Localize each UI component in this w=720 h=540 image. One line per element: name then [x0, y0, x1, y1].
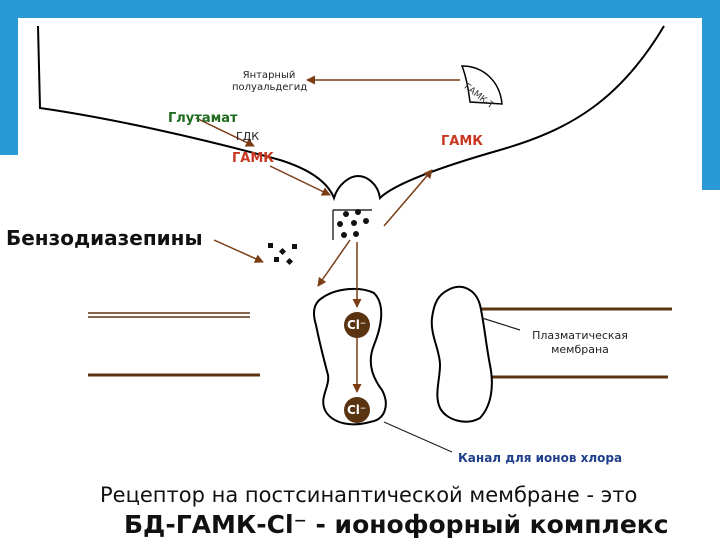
label-succinic-semialdehyde: Янтарный полуальдегид [232, 70, 308, 93]
benzodiazepine-molecules [268, 243, 297, 266]
blue-frame-right [702, 0, 720, 190]
pointer-plasma-membrane [481, 317, 521, 331]
arrow-gdk-to-gaba [195, 117, 255, 147]
chloride-ion-2-circle [344, 397, 370, 423]
reaction-arrows [195, 75, 460, 393]
channel-protein-right [430, 285, 493, 423]
label-glutamate: Глутамат [168, 111, 238, 126]
arrow-benzodiazepines [213, 239, 264, 263]
label-gaba-left: ГАМК [232, 151, 274, 166]
arrow-gaba-to-vesicle [269, 165, 331, 196]
chloride-ion-2: Cl⁻ [347, 403, 367, 417]
label-chloride-channel: Канал для ионов хлора [458, 451, 623, 465]
inner-white-panel [38, 26, 664, 201]
caption-line-2: БД-ГАМК-Cl⁻ - ионофорный комплекс [124, 510, 669, 539]
blue-frame-left [0, 0, 18, 155]
arrow-reuptake [383, 169, 433, 227]
presynaptic-terminal-outline [37, 25, 665, 202]
postsynaptic-membrane [88, 307, 672, 379]
vesicle-bracket [332, 209, 372, 240]
label-benzodiazepines: Бензодиазепины [6, 226, 203, 250]
caption-line-1: Рецептор на постсинаптической мембране -… [100, 483, 638, 507]
label-gaba-top: ГАМК [441, 134, 483, 149]
label-plasma-membrane: Плазматическая мембрана [532, 329, 628, 356]
arrow-gaba-release [317, 239, 351, 287]
blue-frame-top [0, 0, 720, 18]
chloride-ion-1-circle [344, 312, 370, 338]
gaba-vesicles [337, 209, 369, 238]
pointer-channel [383, 421, 453, 453]
label-gdk: ГДК [236, 130, 260, 143]
gaba-t-enzyme [460, 65, 503, 105]
chloride-ion-1: Cl⁻ [347, 318, 367, 332]
